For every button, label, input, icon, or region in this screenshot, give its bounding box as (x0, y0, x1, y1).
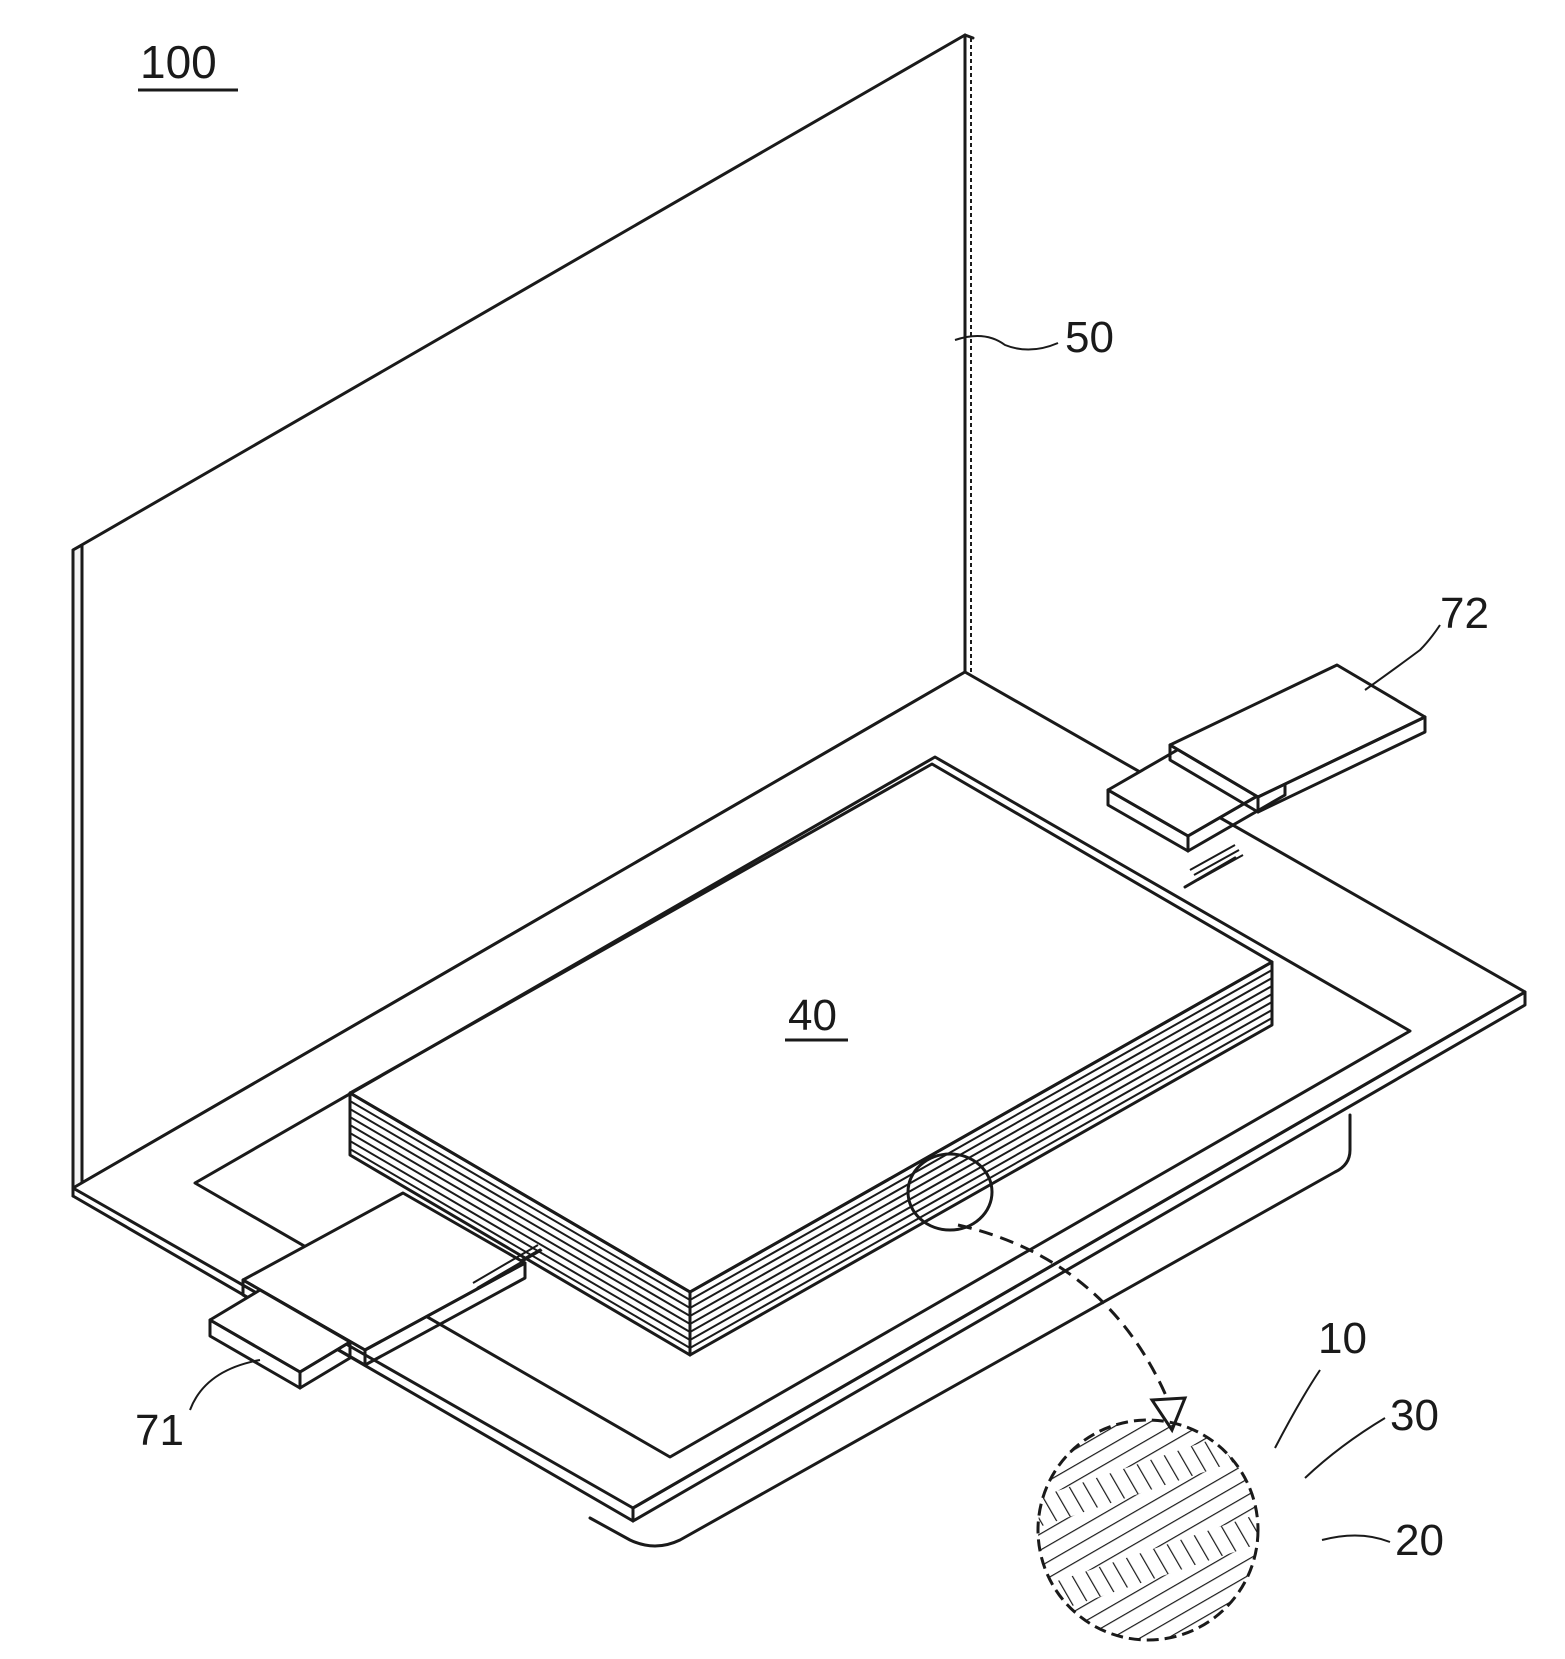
layer-20-leader (1322, 1535, 1390, 1542)
upper-tab-leader (1365, 625, 1440, 690)
stack-label: 40 (788, 991, 837, 1040)
lower-tab-label: 71 (135, 1406, 184, 1455)
layer-10-leader (1275, 1370, 1320, 1448)
figure-number-label: 100 (140, 36, 217, 88)
upper-tab-label: 72 (1440, 589, 1489, 638)
lower-tab-leader (190, 1360, 260, 1410)
base-tray (73, 672, 1525, 1546)
layer-10-label: 10 (1318, 1314, 1367, 1363)
panel-label: 50 (1065, 313, 1114, 362)
layer-30-leader (1305, 1418, 1385, 1478)
magnified-cross-section (1030, 1410, 1270, 1650)
layer-30-label: 30 (1390, 1391, 1439, 1440)
layer-20-label: 20 (1395, 1516, 1444, 1565)
